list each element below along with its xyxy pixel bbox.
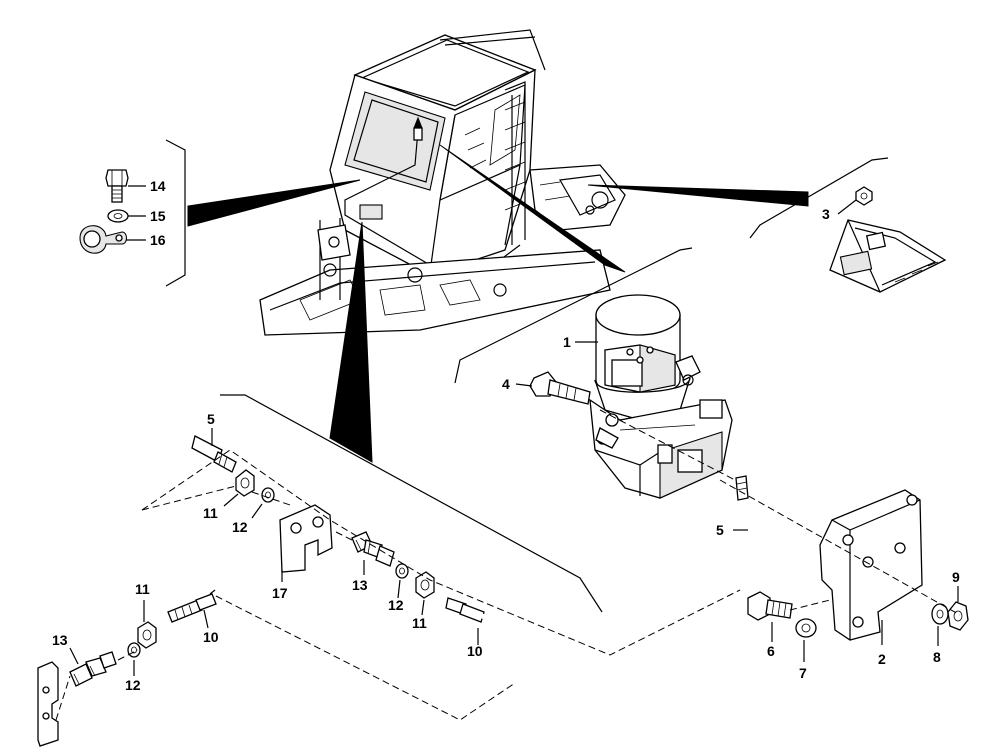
bolt-14 (105, 169, 129, 203)
fitting-13-middle (351, 531, 395, 575)
wedge-to-pump (439, 144, 626, 273)
fitting-13-lower (69, 647, 117, 687)
callout-11-middle: 11 (412, 615, 427, 631)
bolt-4 (515, 371, 591, 405)
callout-14: 14 (150, 178, 166, 194)
clamp-16 (79, 225, 128, 254)
callout-12-lower: 12 (125, 677, 141, 693)
callout-11-lower: 11 (135, 581, 150, 597)
callout-labels: 1 2 3 4 5 5 6 7 8 9 10 10 11 11 11 12 12… (52, 178, 960, 693)
nut-3 (855, 186, 873, 206)
callout-9: 9 (952, 569, 960, 585)
bracket-17 (279, 504, 333, 582)
bracket-3 (829, 186, 947, 293)
hose-5-left (147, 426, 237, 489)
callout-8: 8 (933, 649, 941, 665)
hose-5-right (732, 475, 752, 593)
washer-7 (795, 618, 817, 662)
callout-11-upper: 11 (203, 505, 218, 521)
callout-5-right: 5 (716, 522, 724, 538)
olive-12-upper (251, 487, 275, 519)
nut-9 (947, 586, 969, 631)
callout-1: 1 (563, 334, 571, 350)
bolt-6 (747, 591, 793, 642)
callout-12-upper: 12 (232, 519, 248, 535)
callout-6: 6 (767, 643, 775, 659)
callout-12-middle: 12 (388, 597, 404, 613)
bracket-2 (819, 489, 923, 645)
washer-8 (931, 603, 949, 646)
hose-10-right (445, 597, 518, 686)
olive-12-middle (395, 563, 409, 599)
hose-10-left (167, 589, 217, 629)
nut-11-lower (137, 600, 157, 649)
callout-17: 17 (272, 585, 288, 601)
callout-10-left: 10 (203, 629, 219, 645)
callout-13-lower: 13 (52, 632, 68, 648)
callout-4: 4 (502, 376, 510, 392)
callout-5-upper: 5 (207, 411, 215, 427)
nut-11-middle (415, 571, 435, 616)
wedge-to-hose (329, 221, 373, 463)
detail-boundaries (165, 139, 889, 613)
callout-16: 16 (150, 232, 166, 248)
callout-13-middle: 13 (352, 577, 368, 593)
wedge-to-bracket (587, 184, 809, 207)
callout-3: 3 (822, 206, 830, 222)
leader-wedges (187, 144, 809, 463)
dashed-connection-lines (55, 409, 961, 721)
pump-1 (589, 294, 733, 499)
nut-11-upper (223, 469, 255, 507)
callout-2: 2 (878, 651, 886, 667)
cab-frame-assembly (259, 29, 626, 336)
olive-12-lower (127, 642, 141, 676)
washer-15 (107, 209, 129, 223)
callout-10-right: 10 (467, 643, 483, 659)
bolt-washer-clamp-group (79, 169, 146, 254)
bracket-lower-left (37, 661, 59, 747)
callout-7: 7 (799, 665, 807, 681)
wedge-to-bolt-group (187, 179, 361, 227)
callout-15: 15 (150, 208, 166, 224)
